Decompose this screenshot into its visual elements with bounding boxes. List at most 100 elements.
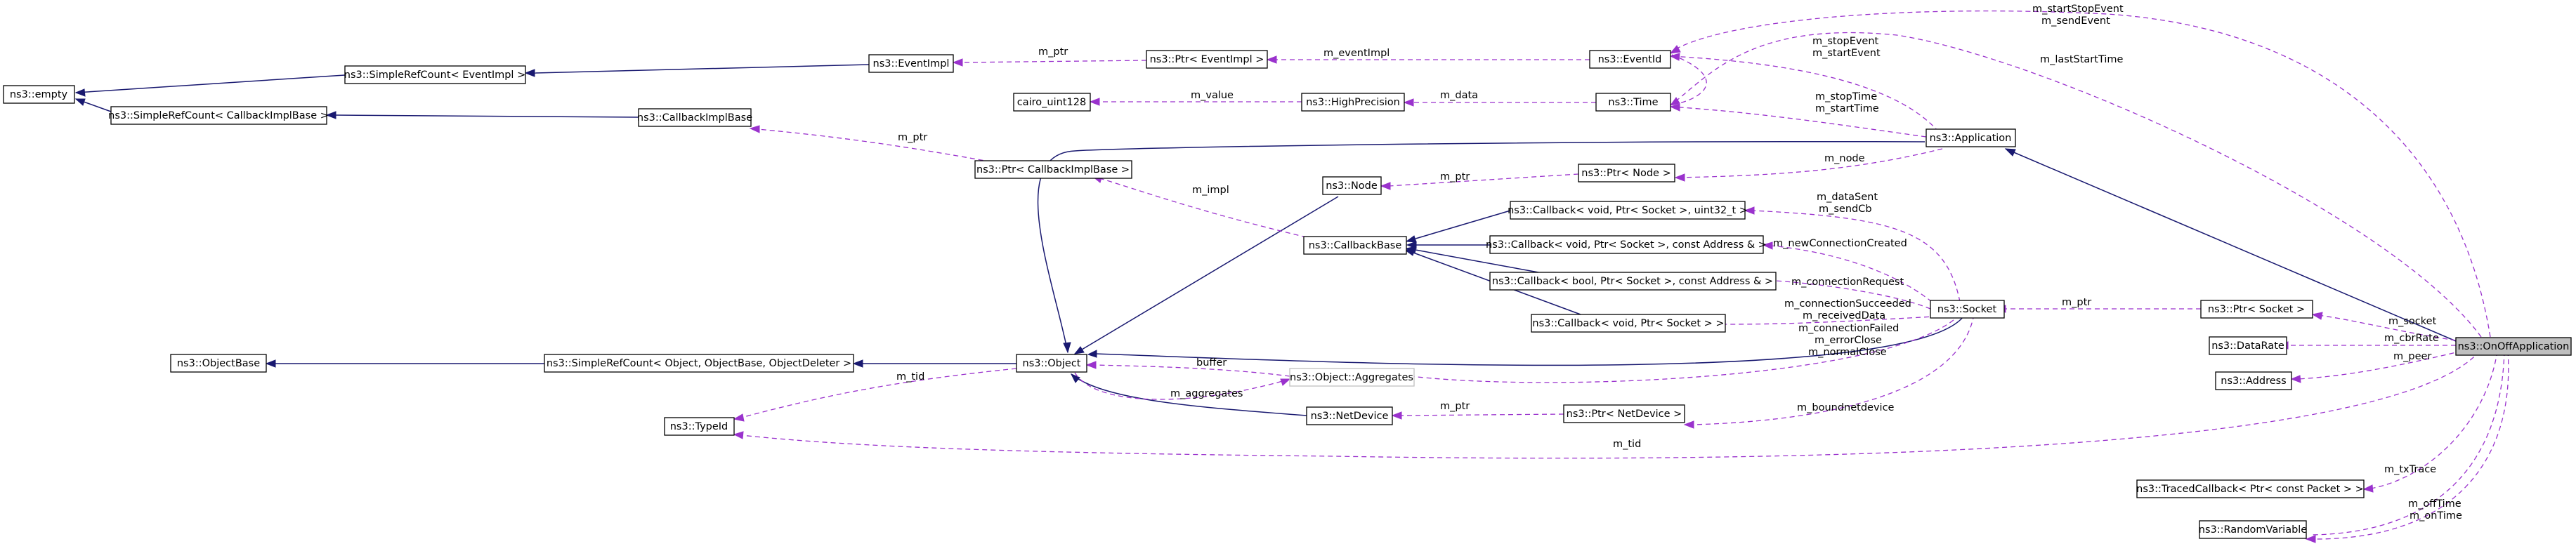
edge-onoff-to-application <box>2005 148 2457 342</box>
label-m-tid: m_tid <box>1613 439 1641 450</box>
node-netdevice[interactable]: ns3::NetDevice <box>1306 406 1393 425</box>
label-m-errorclose: m_errorClose <box>1815 335 1882 346</box>
label-m-sendevent: m_sendEvent <box>2041 15 2110 27</box>
arrowhead <box>1063 342 1071 354</box>
label-m-socket: m_socket <box>2388 316 2437 327</box>
edge-ptr-nd-m_ptr <box>1399 413 1564 416</box>
node-label: ns3::Application <box>1930 133 2012 144</box>
label-m-ontime: m_onTime <box>2410 510 2462 522</box>
label-m-ptr-nd: m_ptr <box>1440 401 1470 412</box>
arrowhead <box>1266 55 1277 64</box>
label-m-connectionsucceeded: m_connectionSucceeded <box>1784 298 1911 310</box>
node-callback-address[interactable]: ns3::Callback< void, Ptr< Socket >, cons… <box>1486 235 1767 254</box>
node-socket[interactable]: ns3::Socket <box>1930 300 2005 319</box>
label-m-node: m_node <box>1824 153 1865 164</box>
arrowhead <box>1404 248 1416 256</box>
node-address[interactable]: ns3::Address <box>2215 371 2292 390</box>
label-m-ptr-cb: m_ptr <box>898 132 927 143</box>
node-tracedcallback[interactable]: ns3::TracedCallback< Ptr< const Packet >… <box>2136 479 2365 498</box>
node-callbackbase[interactable]: ns3::CallbackBase <box>1303 236 1407 255</box>
arrowhead <box>1762 241 1773 250</box>
arrowhead <box>2290 375 2301 383</box>
arrowhead <box>1280 378 1291 386</box>
label-m-startevent: m_startEvent <box>1812 48 1881 59</box>
node-label: ns3::Callback< void, Ptr< Socket > > <box>1532 318 1724 329</box>
node-eventid[interactable]: ns3::EventId <box>1589 50 1671 69</box>
node-label: ns3::Ptr< NetDevice > <box>1567 409 1682 420</box>
node-ptr-socket[interactable]: ns3::Ptr< Socket > <box>2200 300 2313 319</box>
node-object[interactable]: ns3::Object <box>1016 354 1087 373</box>
node-label: ns3::ObjectBase <box>177 358 260 369</box>
node-label: ns3::Node <box>1326 180 1378 192</box>
node-label: ns3::CallbackImplBase <box>637 112 752 124</box>
arrowhead <box>1085 361 1097 369</box>
node-typeid[interactable]: ns3::TypeId <box>664 417 735 436</box>
label-m-newconnectioncreated: m_newConnectionCreated <box>1773 238 1907 249</box>
node-ptr-netdevice[interactable]: ns3::Ptr< NetDevice > <box>1563 404 1685 423</box>
node-simplerefcount-eventimpl[interactable]: ns3::SimpleRefCount< EventImpl > <box>344 65 526 84</box>
edge-application-m_stoptime <box>1670 106 1927 138</box>
node-label: ns3::Address <box>2221 376 2287 387</box>
arrowhead <box>1405 235 1417 243</box>
node-eventimpl[interactable]: ns3::EventImpl <box>868 54 954 73</box>
edge-ptr-node-m_ptr <box>1388 173 1579 187</box>
node-simplerefcount-callbackimplbase[interactable]: ns3::SimpleRefCount< CallbackImplBase > <box>108 106 329 125</box>
label-m-datasent: m_dataSent <box>1817 192 1878 203</box>
edge-ptr-cbimpl-m_ptr <box>750 128 1009 166</box>
edge-cbimplbase-to-src-cb <box>335 114 639 118</box>
node-label: ns3::SimpleRefCount< CallbackImplBase > <box>108 110 329 121</box>
label-m-normalclose: m_normalClose <box>1808 347 1887 358</box>
arrowhead <box>1683 420 1694 429</box>
label-m-cbrrate: m_cbrRate <box>2384 333 2439 344</box>
edge-onoff-m_startstopevent <box>1671 10 2491 338</box>
node-time[interactable]: ns3::Time <box>1595 93 1671 112</box>
label-m-startstopevent: m_startStopEvent <box>2032 4 2124 15</box>
node-ptr-node[interactable]: ns3::Ptr< Node > <box>1578 164 1675 182</box>
node-datarate[interactable]: ns3::DataRate <box>2209 336 2287 355</box>
edge-socket-to-aggregates <box>1404 314 1961 383</box>
nodes: ns3::empty ns3::SimpleRefCount< EventImp… <box>3 50 2572 539</box>
node-empty[interactable]: ns3::empty <box>3 85 75 104</box>
arrowhead <box>1669 103 1680 112</box>
node-callback-uint32[interactable]: ns3::Callback< void, Ptr< Socket >, uint… <box>1508 201 1748 220</box>
node-label: ns3::DataRate <box>2211 340 2284 352</box>
arrowhead <box>1087 350 1097 358</box>
node-objectbase[interactable]: ns3::ObjectBase <box>170 354 267 373</box>
node-callback-void[interactable]: ns3::Callback< void, Ptr< Socket > > <box>1531 314 1726 333</box>
edge-callbackbase-m_impl <box>1097 177 1307 238</box>
node-label: ns3::TracedCallback< Ptr< const Packet >… <box>2136 484 2364 495</box>
node-callback-bool[interactable]: ns3::Callback< bool, Ptr< Socket >, cons… <box>1489 272 1777 291</box>
node-label: ns3::empty <box>10 89 68 100</box>
node-label: ns3::CallbackBase <box>1309 240 1402 251</box>
node-label: cairo_uint128 <box>1017 97 1086 108</box>
node-onoffapplication[interactable]: ns3::OnOffApplication <box>2455 337 2572 356</box>
node-label: ns3::Ptr< Socket > <box>2208 304 2305 315</box>
node-label: ns3::EventImpl <box>873 58 950 69</box>
node-label: ns3::OnOffApplication <box>2458 341 2570 352</box>
usage-edges <box>733 10 2509 543</box>
edge-socket-m_datasent <box>1752 210 1961 303</box>
node-label: ns3::Socket <box>1937 304 1997 315</box>
edge-cb-bool-to-callbackbase <box>1415 249 1539 273</box>
node-ptr-eventimpl[interactable]: ns3::Ptr< EventImpl > <box>1146 50 1268 69</box>
node-label: ns3::Object <box>1023 358 1081 369</box>
node-ptr-callbackimplbase[interactable]: ns3::Ptr< CallbackImplBase > <box>974 160 1132 179</box>
edge-socket-m_connectionrequest <box>1775 280 1931 310</box>
arrowhead <box>852 359 863 368</box>
node-node[interactable]: ns3::Node <box>1322 176 1382 195</box>
node-callbackimplbase[interactable]: ns3::CallbackImplBase <box>637 108 752 127</box>
node-label: ns3::Ptr< Node > <box>1581 168 1671 179</box>
node-highprecision[interactable]: ns3::HighPrecision <box>1301 93 1405 112</box>
label-m-laststarttime: m_lastStartTime <box>2040 54 2124 65</box>
node-application[interactable]: ns3::Application <box>1926 128 2016 147</box>
node-label: ns3::HighPrecision <box>1306 97 1400 108</box>
arrowhead <box>1070 373 1080 383</box>
node-cairo-uint128[interactable]: cairo_uint128 <box>1013 93 1091 112</box>
node-object-aggregates[interactable]: ns3::Object::Aggregates <box>1289 368 1415 387</box>
edge-application-m_stopevent <box>1670 55 1940 133</box>
node-simplerefcount-object[interactable]: ns3::SimpleRefCount< Object, ObjectBase,… <box>544 354 854 373</box>
node-randomvariable[interactable]: ns3::RandomVariable <box>2199 520 2308 539</box>
label-m-starttime: m_startTime <box>1815 103 1879 114</box>
arrowhead <box>733 413 745 422</box>
